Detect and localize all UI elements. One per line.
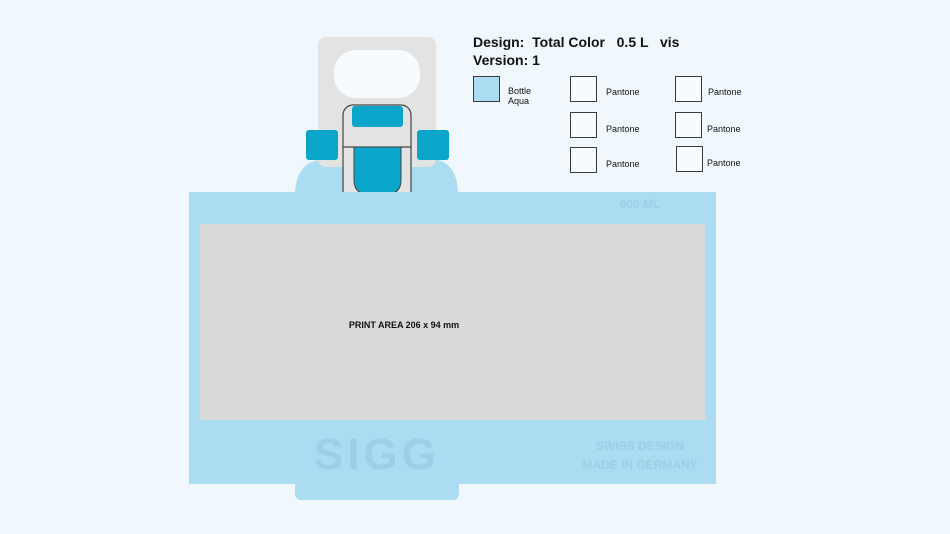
cap-tab-left xyxy=(306,130,338,160)
cap-lock-top xyxy=(352,106,403,127)
swatch-pantone-5-label: Pantone xyxy=(606,159,640,169)
volume-mark: 600 ML xyxy=(620,197,661,211)
swatch-pantone-2-label: Pantone xyxy=(708,87,742,97)
swatch-pantone-6 xyxy=(676,146,703,172)
cap-tab-right xyxy=(417,130,449,160)
print-area-label: PRINT AREA 206 x 94 mm xyxy=(349,320,459,330)
cap-lock-bottom xyxy=(353,146,402,195)
swatch-pantone-4-label: Pantone xyxy=(707,124,741,134)
swatch-pantone-3 xyxy=(570,112,597,138)
brand-logo: SIGG xyxy=(314,430,440,479)
print-area xyxy=(200,224,705,420)
design-title: Design: Total Color 0.5 L vis xyxy=(473,34,680,50)
swatch-pantone-5 xyxy=(570,147,597,173)
swatch-bottle-aqua xyxy=(473,76,500,102)
tagline-made-in-germany: MADE IN GERMANY xyxy=(582,458,697,472)
swatch-pantone-1 xyxy=(570,76,597,102)
swatch-pantone-2 xyxy=(675,76,702,102)
swatch-bottle-aqua-label: Bottle Aqua xyxy=(508,86,532,106)
swatch-pantone-3-label: Pantone xyxy=(606,124,640,134)
swatch-pantone-1-label: Pantone xyxy=(606,87,640,97)
version-line: Version: 1 xyxy=(473,52,540,68)
tagline-swiss-design: SWISS DESIGN xyxy=(596,439,684,453)
bottle-base xyxy=(295,480,459,500)
swatch-pantone-4 xyxy=(675,112,702,138)
cap-handle-hole xyxy=(334,50,420,98)
swatch-pantone-6-label: Pantone xyxy=(707,158,741,168)
